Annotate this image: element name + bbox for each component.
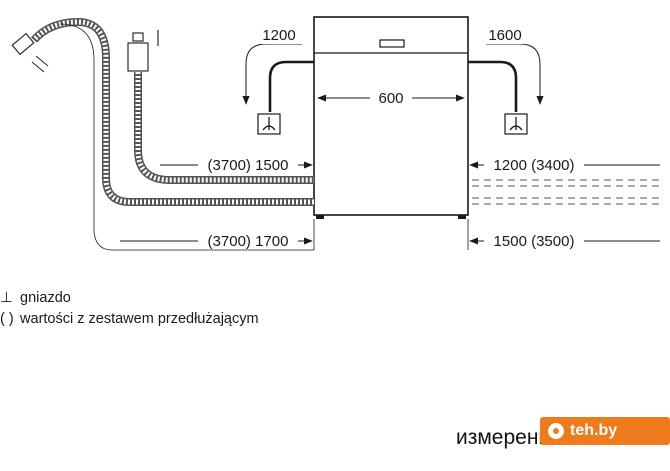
power-cords	[268, 60, 518, 112]
water-inlet-hose-icon	[134, 72, 314, 184]
dimension-upper-left: (3700) 1500	[208, 157, 289, 174]
dimension-lower-right: 1500 (3500)	[494, 233, 575, 250]
right-reach-lines	[472, 179, 660, 205]
legend-socket: ⊥ gniazdo	[0, 290, 71, 306]
extension-symbol: ( )	[0, 311, 14, 327]
legend-extension-label: wartości z zestawem przedłużającym	[20, 311, 259, 327]
site-logo-icon	[548, 423, 564, 439]
site-name: teh.by	[570, 422, 618, 439]
dimension-top-right: 1600	[488, 27, 521, 44]
socket-symbol-icon: ⊥	[0, 290, 13, 306]
cord-length-arrows	[242, 43, 544, 105]
water-tap-icon	[127, 30, 159, 72]
dimension-top-left: 1200	[262, 27, 295, 44]
extension-lines	[313, 219, 469, 250]
diagram-canvas: 600 1200 1600	[11, 16, 660, 251]
dimension-width: 600	[378, 90, 403, 107]
dishwasher-icon	[313, 16, 469, 219]
hose-reach-outline	[59, 23, 314, 251]
socket-icon	[504, 113, 528, 135]
legend-socket-label: gniazdo	[20, 290, 71, 306]
site-badge: teh.by	[540, 417, 670, 445]
drain-hose-icon	[11, 17, 314, 206]
dimension-lower-left: (3700) 1700	[208, 233, 289, 250]
legend-extension: ( ) wartości z zestawem przedłużającym	[0, 311, 259, 327]
socket-icon	[257, 113, 281, 135]
dimension-upper-right: 1200 (3400)	[494, 157, 575, 174]
